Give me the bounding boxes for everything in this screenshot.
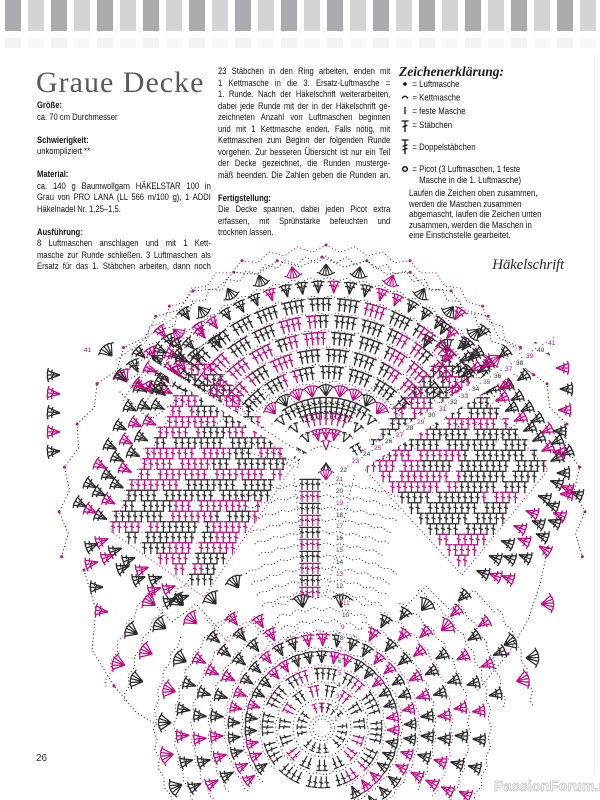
svg-text:33: 33 (461, 393, 469, 400)
svg-text:26: 26 (385, 438, 393, 445)
svg-text:= Picot (3 Luftmaschen, 1 fest: = Picot (3 Luftmaschen, 1 feste (412, 163, 520, 174)
svg-text:14: 14 (336, 559, 344, 566)
svg-text:Masche in die 1. Luftmasche): Masche in die 1. Luftmasche) (419, 174, 521, 185)
svg-text:9: 9 (341, 624, 345, 631)
svg-text:29: 29 (417, 419, 425, 426)
svg-text:23: 23 (352, 458, 360, 465)
svg-text:19: 19 (336, 500, 344, 507)
svg-text:27: 27 (396, 432, 404, 439)
svg-text:20: 20 (336, 488, 344, 495)
svg-text:13: 13 (336, 571, 344, 578)
svg-text:41: 41 (84, 347, 92, 354)
svg-text:41: 41 (548, 340, 556, 347)
svg-text:21: 21 (336, 476, 344, 483)
svg-text:8: 8 (340, 635, 344, 642)
svg-text:2: 2 (335, 705, 339, 712)
svg-text:3: 3 (336, 693, 340, 700)
svg-text:= feste Masche: = feste Masche (412, 105, 465, 116)
svg-text:35: 35 (483, 379, 491, 386)
svg-text:1: 1 (334, 716, 338, 723)
svg-text:31: 31 (439, 406, 447, 413)
svg-text:39: 39 (526, 353, 534, 360)
svg-text:6: 6 (338, 658, 342, 665)
svg-text:34: 34 (472, 386, 480, 393)
svg-text:= Kettmasche: = Kettmasche (412, 92, 460, 103)
svg-text:17: 17 (336, 523, 344, 530)
svg-text:40: 40 (537, 347, 545, 354)
svg-text:30: 30 (428, 412, 436, 419)
svg-text:= Stäbchen: = Stäbchen (412, 119, 452, 130)
svg-text:36: 36 (494, 373, 502, 380)
svg-text:37: 37 (505, 366, 513, 373)
svg-text:11: 11 (343, 600, 350, 607)
svg-text:22: 22 (340, 467, 348, 474)
svg-text:7: 7 (339, 647, 343, 654)
svg-text:25: 25 (374, 445, 382, 452)
svg-text:18: 18 (336, 512, 344, 519)
svg-text:4: 4 (337, 682, 341, 689)
svg-text:= Luftmasche: = Luftmasche (412, 78, 459, 89)
svg-text:10: 10 (342, 612, 350, 619)
svg-text:24: 24 (363, 451, 371, 458)
svg-text:38: 38 (516, 360, 524, 367)
svg-text:28: 28 (406, 425, 414, 432)
svg-text:32: 32 (450, 399, 458, 406)
svg-text:16: 16 (336, 535, 344, 542)
svg-text:= Doppelstäbchen: = Doppelstäbchen (412, 141, 475, 152)
svg-text:15: 15 (336, 547, 344, 554)
svg-text:12: 12 (336, 583, 344, 590)
svg-text:5: 5 (338, 670, 342, 677)
